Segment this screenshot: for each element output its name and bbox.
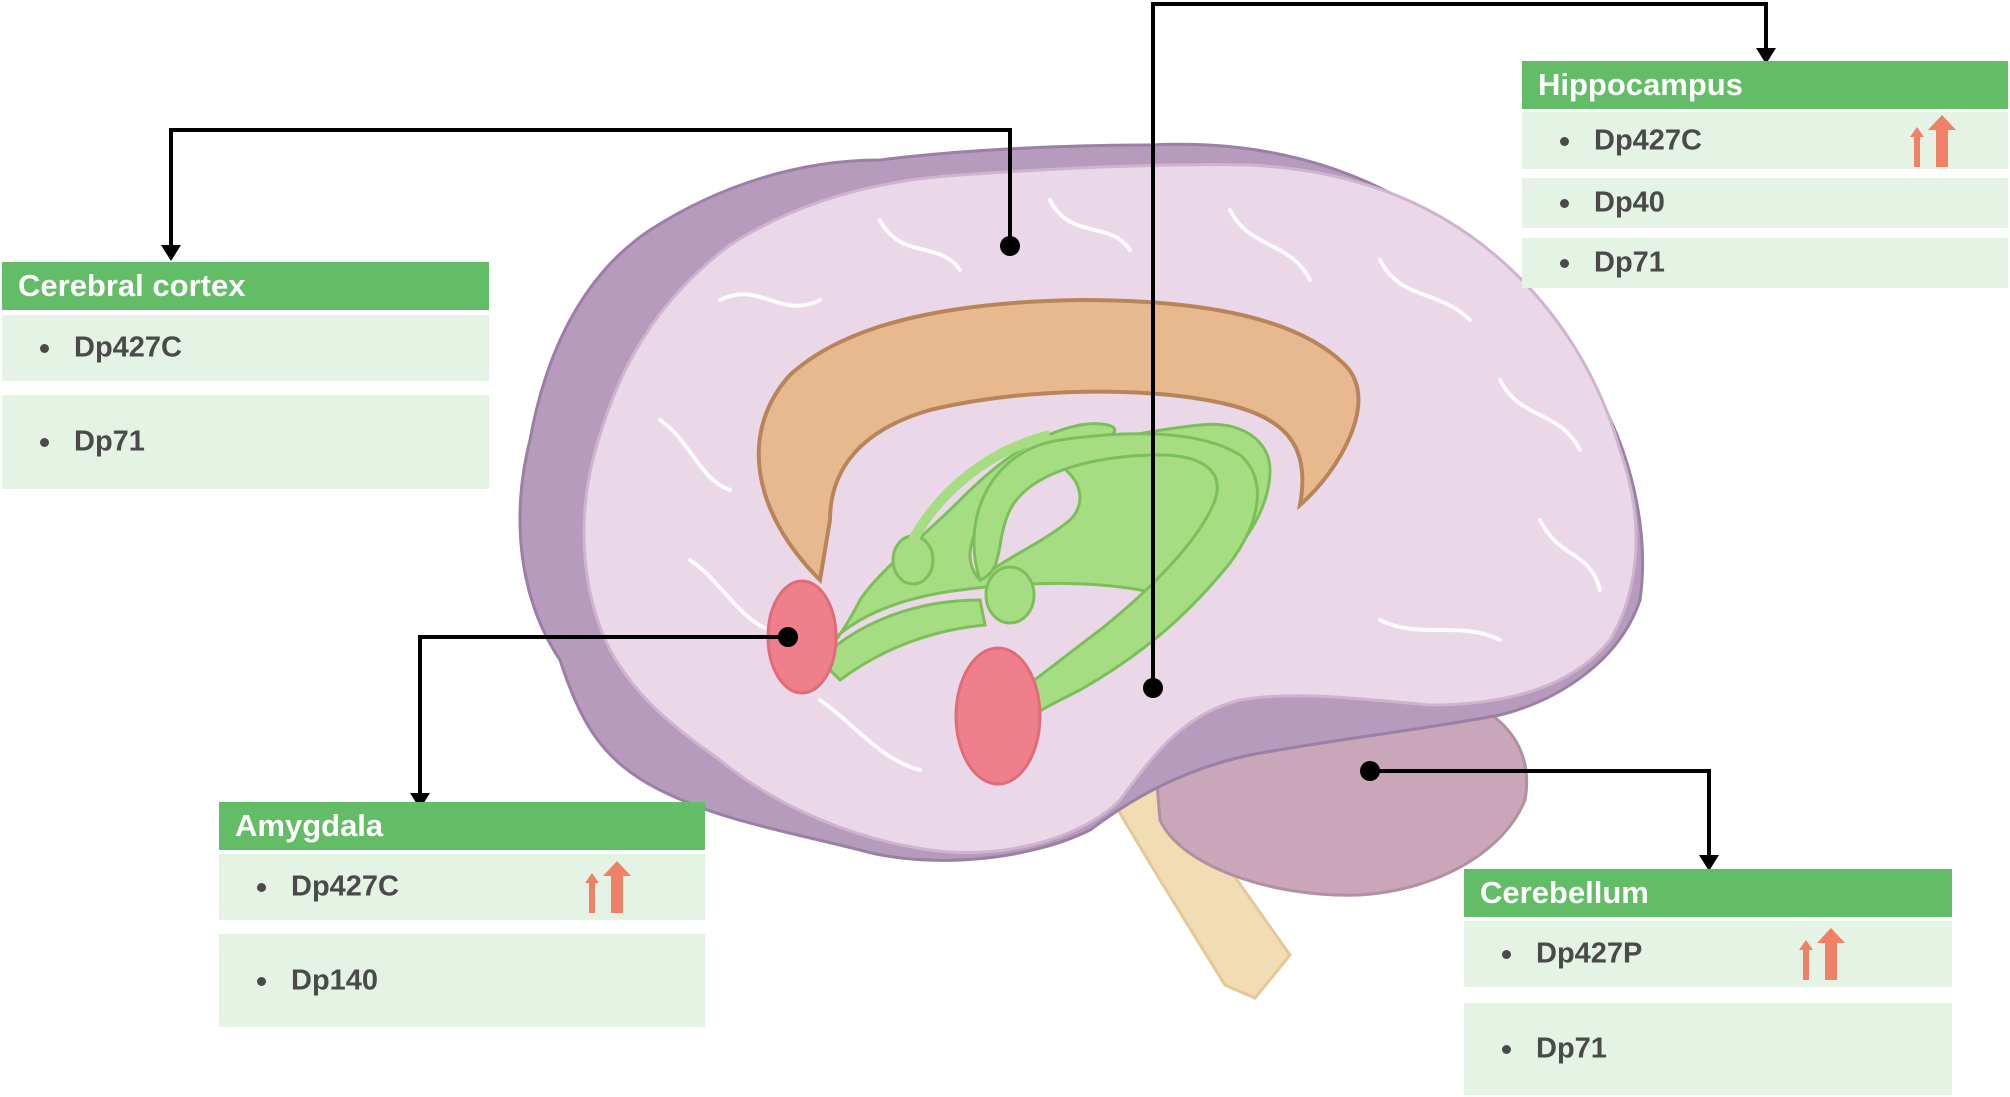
cerebellum-arrowhead	[1699, 855, 1719, 871]
hippocampus-row-3: Dp71	[1522, 238, 2008, 288]
mammillary-body-1	[891, 534, 935, 586]
cortex-title: Cerebral cortex	[2, 262, 489, 310]
cerebellum-row-2-label: Dp71	[1536, 1032, 1607, 1065]
anterior-limb	[817, 598, 987, 682]
bullet-icon	[1560, 136, 1569, 146]
hippocampus-panel: Hippocampus Dp427C Dp40 Dp71	[1522, 61, 2008, 288]
cortex-row-2-label: Dp71	[74, 425, 145, 458]
hippocampus-row-3-label: Dp71	[1594, 246, 1665, 279]
hippocampus-connector	[1151, 2, 1768, 688]
cortex-row-2: Dp71	[2, 395, 489, 489]
hippocampus-dot	[1143, 678, 1163, 698]
hippocampus-row-1: Dp427C	[1522, 112, 2008, 169]
bullet-icon	[257, 976, 266, 986]
bullet-icon	[257, 883, 266, 892]
hippocampus-row-2-label: Dp40	[1594, 186, 1665, 219]
cerebellum-dot	[1360, 761, 1380, 781]
amygdala-row-1: Dp427C	[219, 854, 705, 920]
double-up-arrow-icon	[585, 861, 631, 913]
amygdala-posterior	[954, 646, 1042, 786]
mammillary-body-2	[984, 565, 1036, 625]
hippocampus-title: Hippocampus	[1522, 61, 2008, 109]
cortex-row-1: Dp427C	[2, 315, 489, 381]
hippocampus-row-1-label: Dp427C	[1594, 124, 1702, 156]
hippocampus-arrowhead	[1756, 48, 1776, 64]
double-up-arrow-icon	[1910, 114, 1956, 167]
cortex-dot	[1000, 236, 1020, 256]
amygdala-panel: Amygdala Dp427C Dp140	[219, 802, 705, 1027]
bullet-icon	[1502, 1045, 1511, 1054]
amygdala-row-1-label: Dp427C	[291, 870, 399, 903]
cerebellum-panel: Cerebellum Dp427P Dp71	[1464, 869, 1952, 1095]
amygdala-row-2-label: Dp140	[291, 964, 379, 996]
cerebellum-row-1-label: Dp427P	[1536, 937, 1643, 970]
amygdala-row-2: Dp140	[219, 934, 705, 1027]
cortex-panel: Cerebral cortex Dp427C Dp71	[2, 262, 489, 489]
cortex-arrowhead	[161, 245, 181, 261]
bullet-icon	[1560, 259, 1569, 268]
amygdala-connector	[418, 635, 788, 795]
cerebellum-row-2: Dp71	[1464, 1003, 1952, 1095]
bullet-icon	[40, 438, 49, 447]
amygdala-arrowhead	[410, 793, 430, 809]
stria-terminalis	[908, 430, 1052, 543]
bullet-icon	[1560, 199, 1569, 208]
cerebellum-title: Cerebellum	[1464, 869, 1952, 917]
bullet-icon	[1502, 950, 1511, 959]
hippocampus-row-2: Dp40	[1522, 178, 2008, 228]
corpus-callosum	[756, 297, 1361, 585]
amygdala-title: Amygdala	[219, 802, 705, 850]
bullet-icon	[40, 344, 49, 353]
cortex-row-1-label: Dp427C	[74, 331, 182, 364]
cerebellum-connector	[1370, 769, 1711, 857]
double-up-arrow-icon	[1799, 928, 1845, 980]
amygdala-dot	[778, 627, 798, 647]
cortex-connector	[169, 128, 1012, 246]
cerebellum-row-1: Dp427P	[1464, 921, 1952, 987]
